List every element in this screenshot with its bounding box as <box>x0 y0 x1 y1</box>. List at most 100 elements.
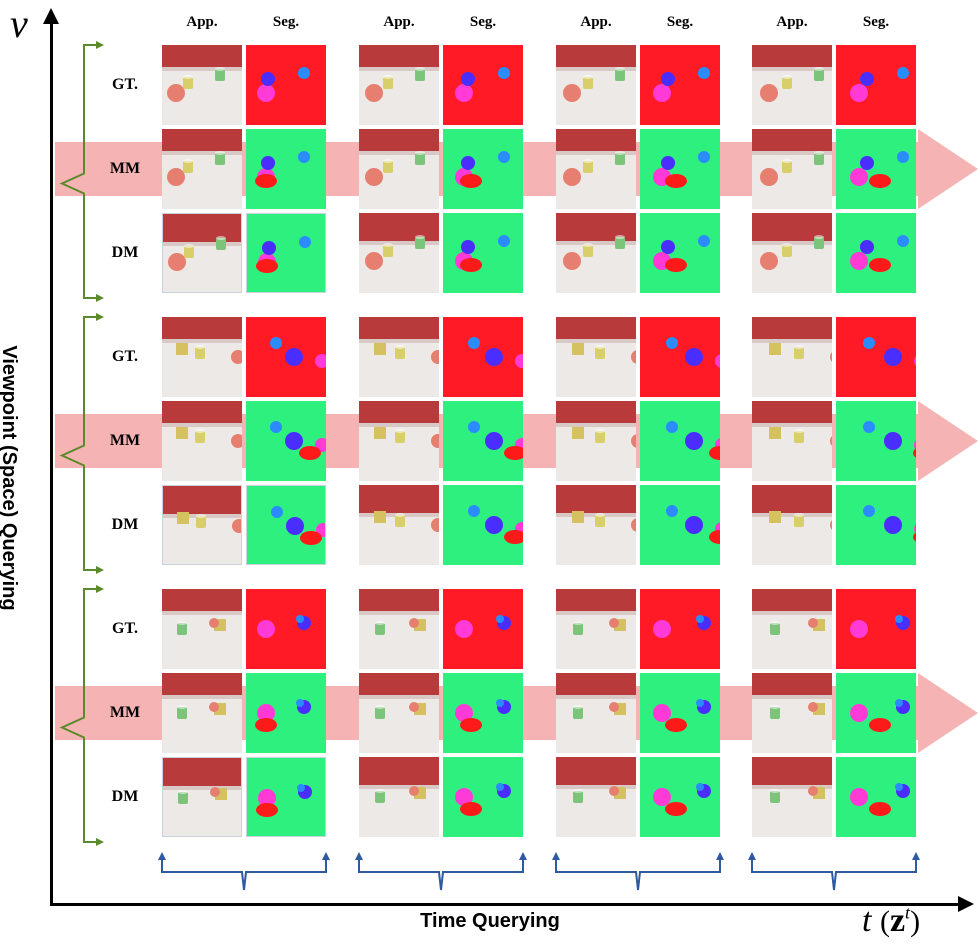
image-seg-gt-block3-t4 <box>836 589 916 669</box>
image-app-mm-block2-t2 <box>359 401 439 481</box>
y-axis-line <box>50 20 53 905</box>
bracket-time-tip-4-2 <box>912 852 920 860</box>
bracket-viewpoint-tip-1-2 <box>96 294 104 302</box>
row-label-gt-2: GT. <box>112 348 138 365</box>
image-app-gt-block1-t4 <box>752 45 832 125</box>
x-axis-arrowhead <box>958 896 974 912</box>
image-seg-dm-block3-t2 <box>443 757 523 837</box>
image-seg-dm-block1-t3 <box>640 213 720 293</box>
image-seg-dm-block3-t3 <box>640 757 720 837</box>
bracket-time-1 <box>161 858 327 891</box>
image-app-mm-block1-t2 <box>359 129 439 209</box>
image-seg-gt-block1-t4 <box>836 45 916 125</box>
image-app-mm-block3-t4 <box>752 673 832 753</box>
image-app-gt-block1-t2 <box>359 45 439 125</box>
image-seg-gt-block1-t2 <box>443 45 523 125</box>
image-app-dm-block1-t3 <box>556 213 636 293</box>
column-header-app-3: App. <box>580 14 612 30</box>
image-app-gt-block1-t3 <box>556 45 636 125</box>
image-app-gt-block2-t1 <box>162 317 242 397</box>
bracket-viewpoint-tip-2-1 <box>96 313 104 321</box>
image-seg-gt-block3-t1 <box>246 589 326 669</box>
row-label-dm-3: DM <box>111 788 139 805</box>
image-seg-mm-block1-t1 <box>246 129 326 209</box>
y-axis-symbol: v <box>10 1 28 46</box>
bracket-viewpoint-tip-3-1 <box>96 585 104 593</box>
x-axis-symbol: t (zt) <box>862 902 921 939</box>
image-app-dm-block2-t3 <box>556 485 636 565</box>
row-label-mm-1: MM <box>109 160 141 177</box>
image-app-dm-block2-t4 <box>752 485 832 565</box>
image-seg-mm-block1-t3 <box>640 129 720 209</box>
column-header-seg-1: Seg. <box>272 14 300 30</box>
image-seg-gt-block2-t2 <box>443 317 523 397</box>
image-app-mm-block3-t1 <box>162 673 242 753</box>
image-app-gt-block3-t4 <box>752 589 832 669</box>
bracket-time-2 <box>358 858 524 891</box>
image-seg-mm-block3-t2 <box>443 673 523 753</box>
bracket-viewpoint-tip-2-2 <box>96 566 104 574</box>
image-seg-dm-block1-t4 <box>836 213 916 293</box>
image-app-mm-block3-t3 <box>556 673 636 753</box>
bracket-time-tip-1-2 <box>322 852 330 860</box>
bracket-viewpoint-tip-3-2 <box>96 838 104 846</box>
image-seg-dm-block2-t2 <box>443 485 523 565</box>
image-seg-dm-block3-t1 <box>246 757 326 837</box>
image-seg-mm-block3-t1 <box>246 673 326 753</box>
image-seg-mm-block3-t4 <box>836 673 916 753</box>
band-arrowhead-3 <box>918 673 978 753</box>
image-seg-mm-block2-t4 <box>836 401 916 481</box>
bracket-viewpoint-tip-1-1 <box>96 41 104 49</box>
row-label-mm-3: MM <box>109 704 141 721</box>
image-app-dm-block3-t1 <box>162 757 242 837</box>
image-seg-gt-block2-t3 <box>640 317 720 397</box>
bracket-time-tip-2-2 <box>519 852 527 860</box>
column-header-seg-4: Seg. <box>862 14 890 30</box>
column-header-app-2: App. <box>383 14 415 30</box>
image-app-dm-block3-t2 <box>359 757 439 837</box>
bracket-time-tip-3-1 <box>552 852 560 860</box>
row-label-dm-2: DM <box>111 516 139 533</box>
image-app-dm-block1-t1 <box>162 213 242 293</box>
image-seg-gt-block1-t1 <box>246 45 326 125</box>
image-app-dm-block1-t4 <box>752 213 832 293</box>
image-seg-gt-block1-t3 <box>640 45 720 125</box>
image-app-mm-block2-t1 <box>162 401 242 481</box>
image-seg-dm-block3-t4 <box>836 757 916 837</box>
image-seg-gt-block2-t1 <box>246 317 326 397</box>
image-seg-mm-block2-t1 <box>246 401 326 481</box>
column-header-app-1: App. <box>186 14 218 30</box>
x-axis-symbol-t: t <box>862 902 872 939</box>
image-app-gt-block1-t1 <box>162 45 242 125</box>
image-seg-mm-block3-t3 <box>640 673 720 753</box>
image-app-dm-block2-t1 <box>162 485 242 565</box>
image-app-dm-block2-t2 <box>359 485 439 565</box>
row-label-mm-2: MM <box>109 432 141 449</box>
x-axis-label: Time Querying <box>420 910 560 932</box>
image-seg-gt-block3-t2 <box>443 589 523 669</box>
image-seg-gt-block3-t3 <box>640 589 720 669</box>
image-seg-mm-block2-t2 <box>443 401 523 481</box>
image-seg-dm-block1-t1 <box>246 213 326 293</box>
image-app-gt-block2-t3 <box>556 317 636 397</box>
band-arrowhead-2 <box>918 401 978 481</box>
y-axis-label: Viewpoint (Space) Querying <box>0 345 20 611</box>
bracket-time-tip-1-1 <box>158 852 166 860</box>
image-seg-gt-block2-t4 <box>836 317 916 397</box>
band-arrowhead-1 <box>918 129 978 209</box>
column-header-seg-2: Seg. <box>469 14 497 30</box>
image-app-mm-block2-t3 <box>556 401 636 481</box>
image-app-dm-block3-t4 <box>752 757 832 837</box>
image-seg-dm-block2-t3 <box>640 485 720 565</box>
image-app-mm-block1-t3 <box>556 129 636 209</box>
image-app-mm-block1-t1 <box>162 129 242 209</box>
image-app-gt-block2-t4 <box>752 317 832 397</box>
x-axis-line <box>50 903 962 906</box>
image-app-dm-block1-t2 <box>359 213 439 293</box>
x-axis-symbol-z: z <box>889 902 906 939</box>
x-axis-symbol-superscript: t <box>905 902 911 923</box>
image-seg-dm-block1-t2 <box>443 213 523 293</box>
row-label-gt-3: GT. <box>112 620 138 637</box>
image-seg-mm-block2-t3 <box>640 401 720 481</box>
image-app-gt-block3-t2 <box>359 589 439 669</box>
